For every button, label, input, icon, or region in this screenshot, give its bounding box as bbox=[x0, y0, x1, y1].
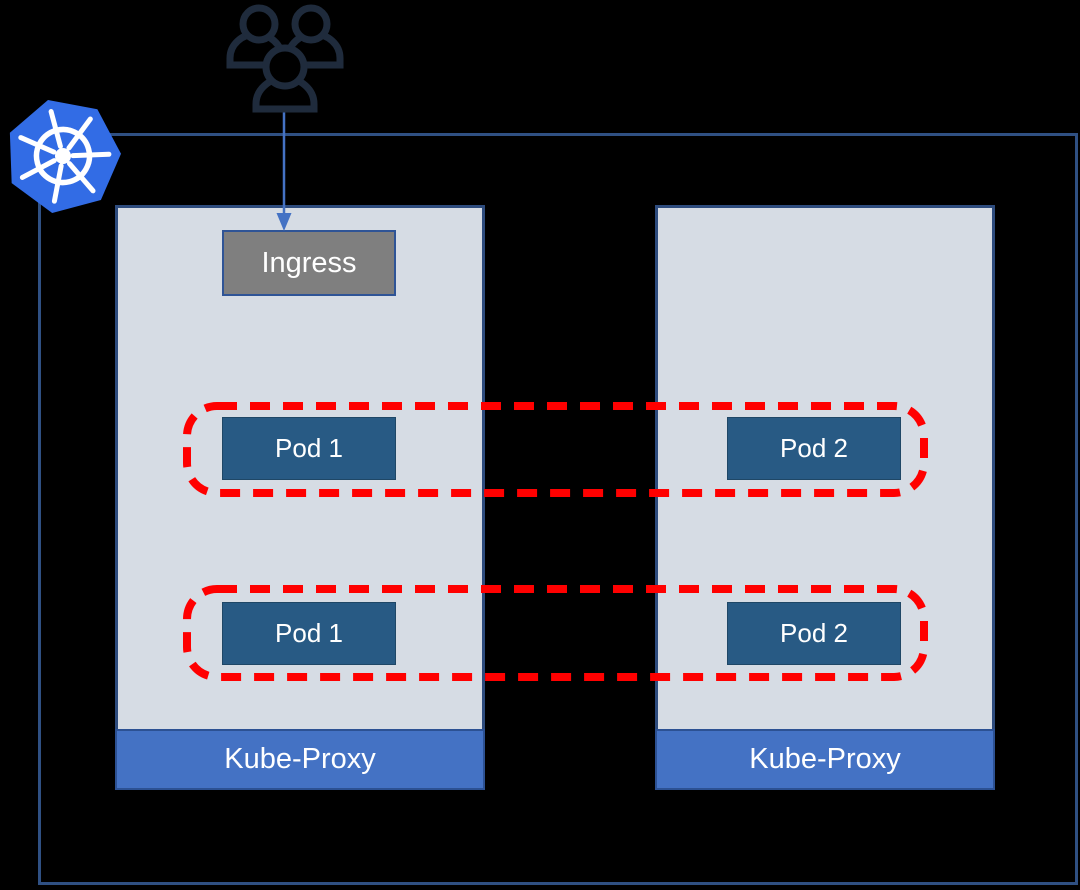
kube-proxy-label: Kube-Proxy bbox=[224, 743, 376, 775]
pod-label: Pod 1 bbox=[275, 433, 343, 463]
node-2-kube-proxy-bar: Kube-Proxy bbox=[655, 729, 995, 790]
pod-node1-service1: Pod 1 bbox=[222, 417, 396, 480]
node-2: Kube-Proxy bbox=[655, 205, 995, 790]
pod-node2-service2: Pod 2 bbox=[727, 602, 901, 665]
node-1-kube-proxy-bar: Kube-Proxy bbox=[115, 729, 485, 790]
cluster-boundary bbox=[38, 133, 1078, 885]
pod-label: Pod 1 bbox=[275, 618, 343, 648]
kube-proxy-label: Kube-Proxy bbox=[749, 743, 901, 775]
pod-label: Pod 2 bbox=[780, 618, 848, 648]
ingress-label: Ingress bbox=[261, 246, 357, 279]
users-icon bbox=[226, 4, 344, 113]
pod-node1-service2: Pod 1 bbox=[222, 602, 396, 665]
node-1: Kube-Proxy bbox=[115, 205, 485, 790]
ingress-box: Ingress bbox=[222, 230, 396, 296]
pod-label: Pod 2 bbox=[780, 433, 848, 463]
pod-node2-service1: Pod 2 bbox=[727, 417, 901, 480]
